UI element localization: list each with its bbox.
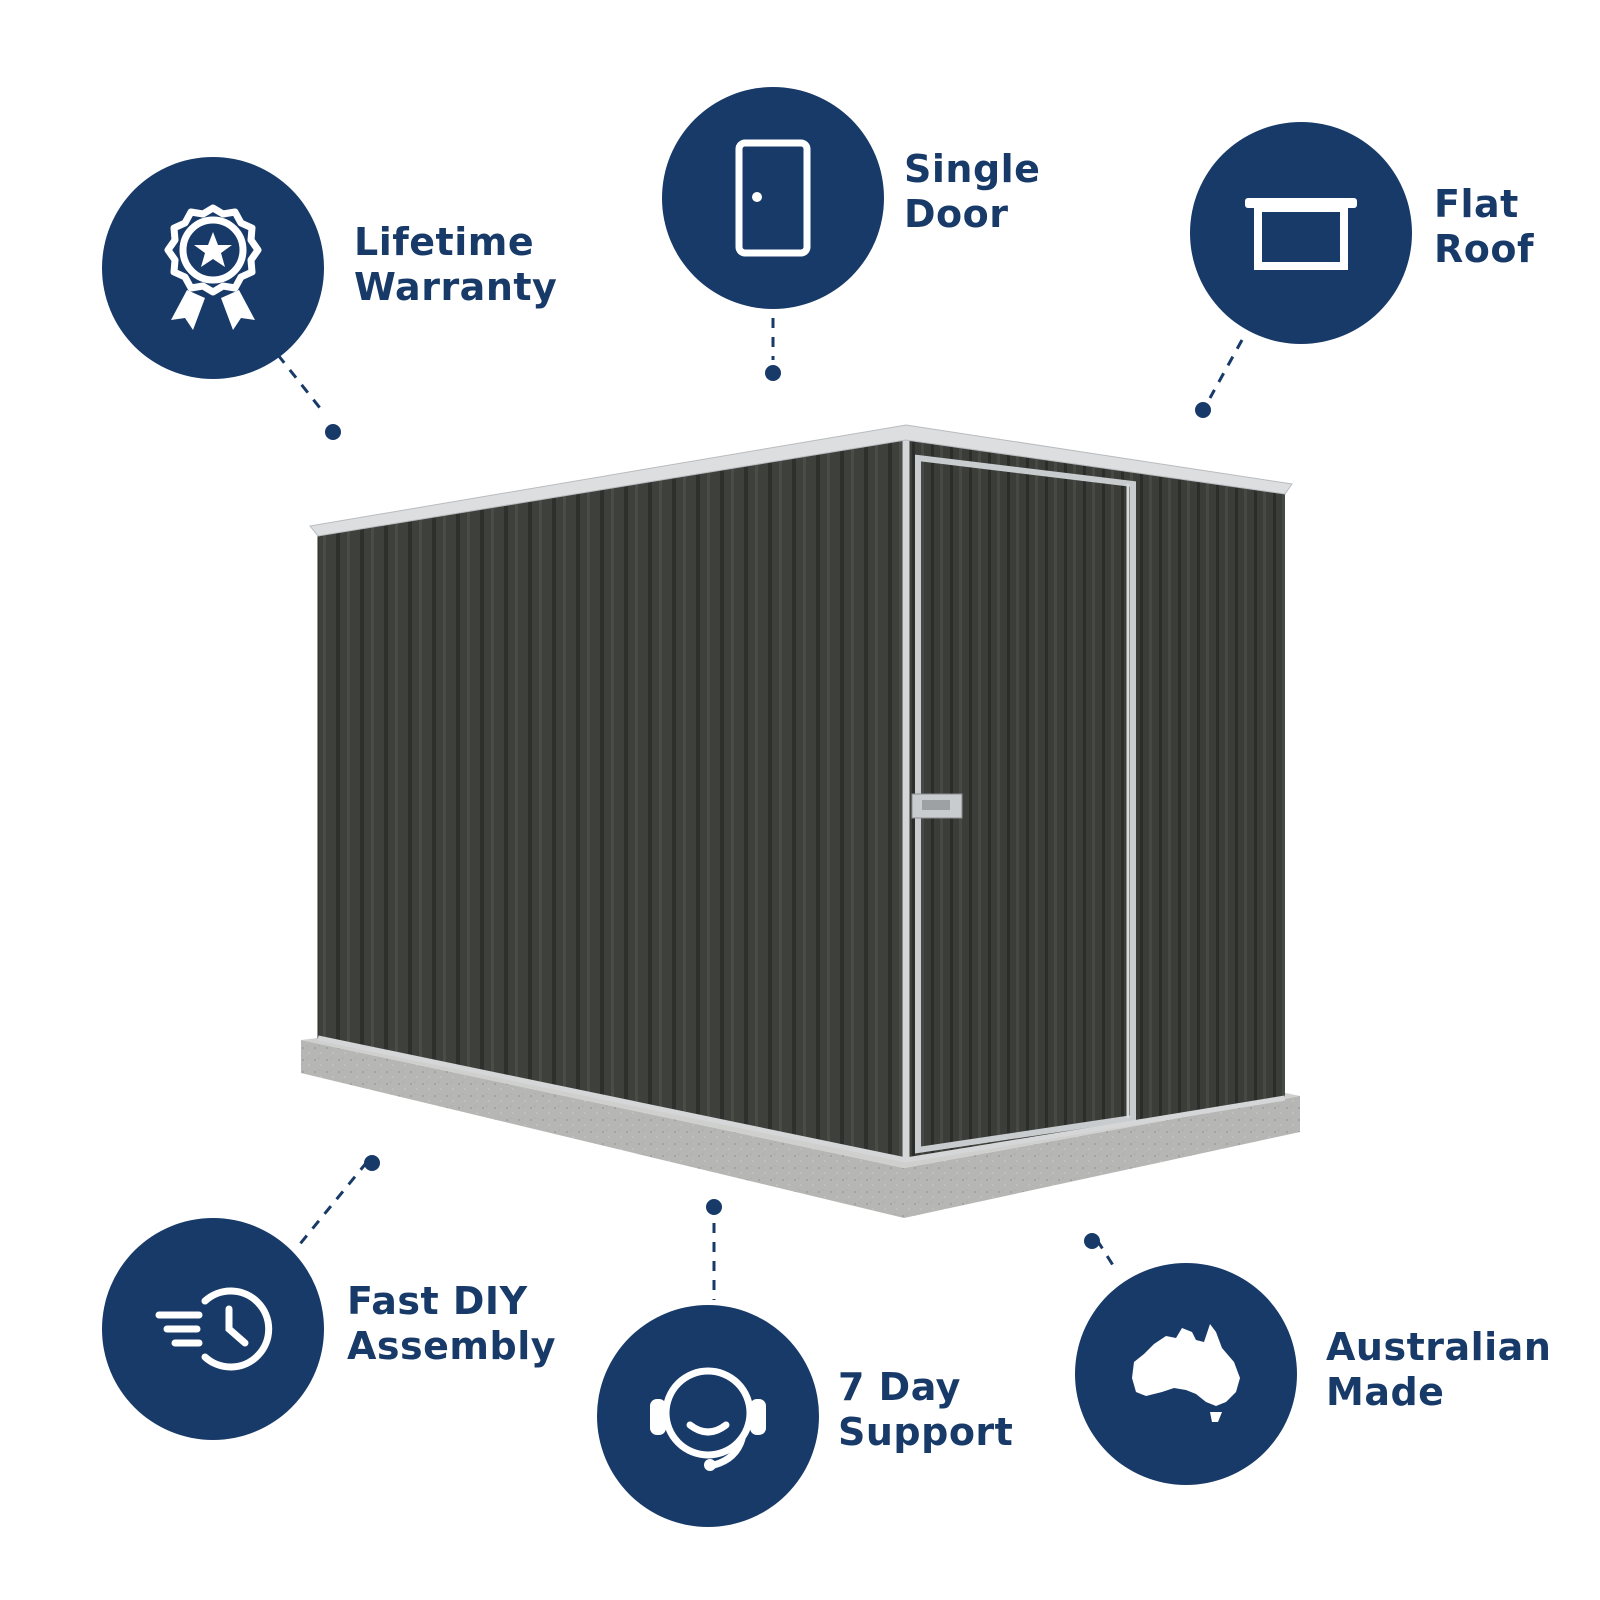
shed-door [911,454,1136,1154]
day-support-line2: Support [838,1410,1014,1454]
day-support-badge [597,1305,819,1527]
single-door-badge [662,87,884,309]
day-support-label: 7 Day Support [838,1365,1013,1455]
flat-roof-badge [1190,122,1412,344]
australian-made-line2: Made [1326,1370,1445,1414]
australian-made-line1: Australian [1326,1325,1552,1369]
australian-made-label: Australian Made [1326,1325,1551,1415]
australia-map-icon [1132,1324,1240,1422]
lifetime-warranty-line2: Warranty [354,265,558,309]
flat-roof-line1: Flat [1434,182,1519,226]
award-ribbon-star-icon [164,204,262,330]
shed-flat-roof [309,424,1293,537]
single-door-label: Single Door [904,147,1040,237]
door-icon [735,139,811,257]
headset-icon [650,1367,766,1471]
fast-diy-assembly-label: Fast DIY Assembly [347,1279,556,1369]
fast-diy-assembly-line2: Assembly [347,1324,557,1368]
lifetime-warranty-line1: Lifetime [354,220,535,264]
single-door-line1: Single [904,147,1041,191]
day-support-line1: 7 Day [838,1365,961,1409]
shed-side-wall [317,439,907,1161]
single-door-line2: Door [904,192,1009,236]
flat-roof-line2: Roof [1434,227,1535,271]
fast-clock-icon [155,1287,273,1371]
shed-trim [317,438,1286,1163]
flat-roof-label: Flat Roof [1434,182,1534,272]
lifetime-warranty-badge [102,157,324,379]
fast-diy-assembly-badge [102,1218,324,1440]
connector-dots [325,365,1211,1249]
flat-roof-icon [1245,198,1357,270]
fast-diy-assembly-line1: Fast DIY [347,1279,528,1323]
lifetime-warranty-label: Lifetime Warranty [354,220,557,310]
connector-lines [276,318,1244,1300]
australian-made-badge [1075,1263,1297,1485]
